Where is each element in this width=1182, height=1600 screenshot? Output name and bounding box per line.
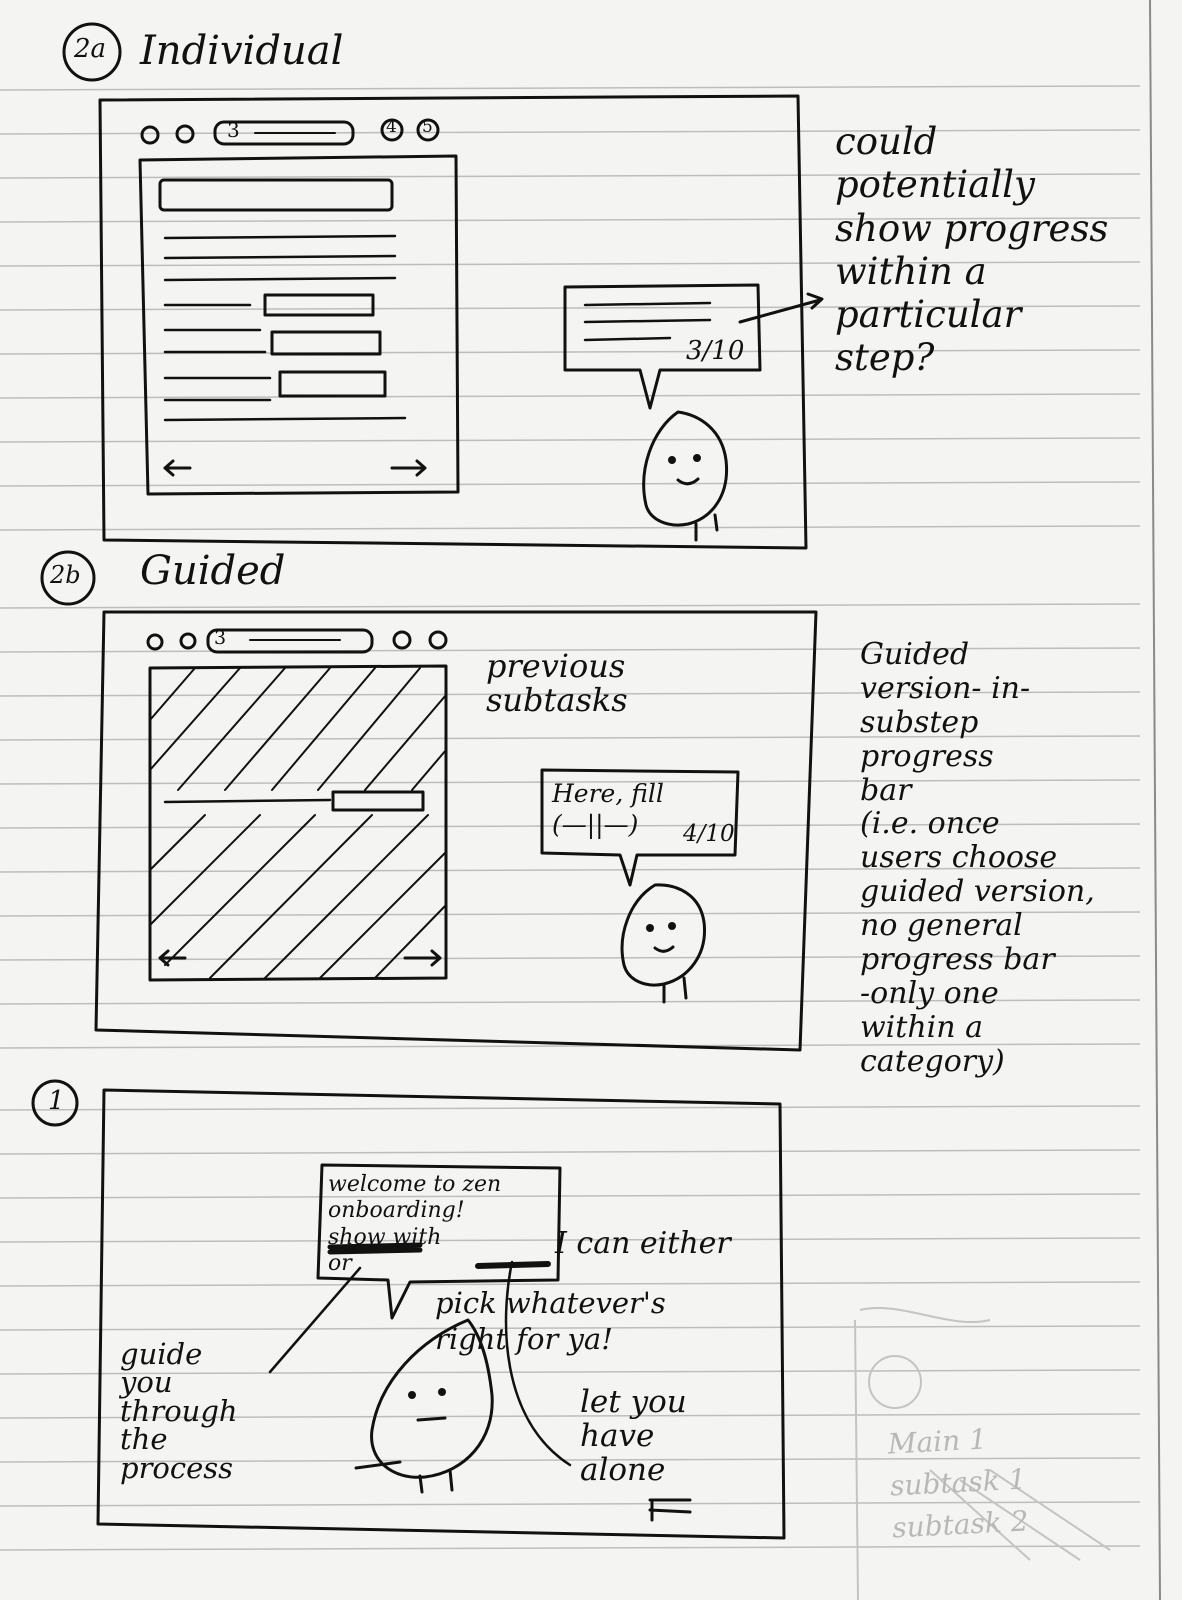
- input-field: [263, 293, 375, 317]
- annotation-arrow: [738, 292, 824, 324]
- section-title: Individual: [140, 28, 344, 74]
- speech-bubble: [540, 768, 740, 887]
- progress-bar: [213, 120, 355, 146]
- guide-option-text: guide you through the process: [120, 1337, 238, 1485]
- side-note: Guided version- in- substep progress bar…: [860, 637, 1095, 1079]
- form-header-bar: [158, 178, 394, 212]
- pick-text: pick whatever's right for ya!: [435, 1286, 666, 1357]
- lemon-mascot: [642, 410, 729, 527]
- section-title: Guided: [140, 548, 286, 594]
- welcome-bubble-text: welcome to zen onboarding! show with or: [328, 1172, 502, 1277]
- current-subtask-line: [163, 798, 332, 804]
- bubble-progress: 4/10: [683, 821, 735, 847]
- progress-label: 3/10: [686, 336, 745, 366]
- input-field: [331, 790, 425, 812]
- stepper-current-step: 3: [214, 627, 227, 649]
- side-note: could potentially show progress within a…: [835, 120, 1109, 380]
- ruled-lines: [0, 85, 1141, 1551]
- section-number: 1: [48, 1086, 65, 1116]
- step-circle-icon: [140, 125, 160, 145]
- bleed-through-sketch: [854, 1306, 1111, 1600]
- page-edge: [1149, 0, 1161, 1600]
- speech-bubble: [316, 1163, 562, 1320]
- annotation-arrow: [268, 1266, 362, 1374]
- lemon-mascot: [620, 883, 706, 987]
- alone-option-text: let you have alone: [580, 1384, 687, 1489]
- form-lines: [163, 234, 407, 422]
- sketch-frame: [98, 94, 808, 550]
- step-circle-icon: [428, 630, 448, 650]
- previous-subtasks-hatch: [149, 667, 447, 979]
- scribble-out: [327, 1242, 423, 1255]
- stepper-current-step: 3: [227, 118, 240, 142]
- scribble-out: [475, 1261, 551, 1269]
- left-arrow-icon: [163, 459, 192, 477]
- input-field: [278, 370, 387, 398]
- bleed-through-text: Main 1 subtask 1 subtask 2: [887, 1422, 1030, 1545]
- right-arrow-icon: [403, 949, 442, 967]
- step-circle-icon: [392, 630, 412, 650]
- right-arrow-icon: [390, 459, 427, 477]
- progress-bar: [206, 628, 374, 654]
- input-field: [270, 330, 382, 356]
- step-circle-icon: [380, 118, 404, 142]
- section-number: 2b: [50, 561, 81, 589]
- step-circle-icon: [175, 124, 195, 144]
- bubble-continuation-text: I can either: [555, 1226, 731, 1261]
- stepper-step: 4: [386, 117, 397, 137]
- step-circle-icon: [179, 632, 197, 650]
- section-number-circle: [31, 1079, 79, 1127]
- previous-subtasks-label: previous subtasks: [486, 647, 628, 719]
- section-number-circle: [40, 550, 96, 606]
- stepper-step: 5: [422, 117, 433, 137]
- initials-mark: [648, 1498, 692, 1522]
- left-arrow-icon: [158, 949, 187, 967]
- form-panel: [148, 664, 448, 982]
- sketch-frame: [96, 1088, 786, 1540]
- form-panel: [138, 154, 460, 496]
- section-number-circle: [62, 22, 122, 82]
- bubble-text: Here, fill (—||—): [552, 779, 664, 840]
- step-circle-icon: [146, 633, 164, 651]
- sketch-frame: [94, 610, 818, 1052]
- section-number: 2a: [74, 34, 107, 64]
- annotation-arrow: [504, 1260, 572, 1467]
- lemon-mascot: [370, 1318, 494, 1479]
- step-circle-icon: [416, 118, 440, 142]
- speech-bubble: [563, 283, 762, 410]
